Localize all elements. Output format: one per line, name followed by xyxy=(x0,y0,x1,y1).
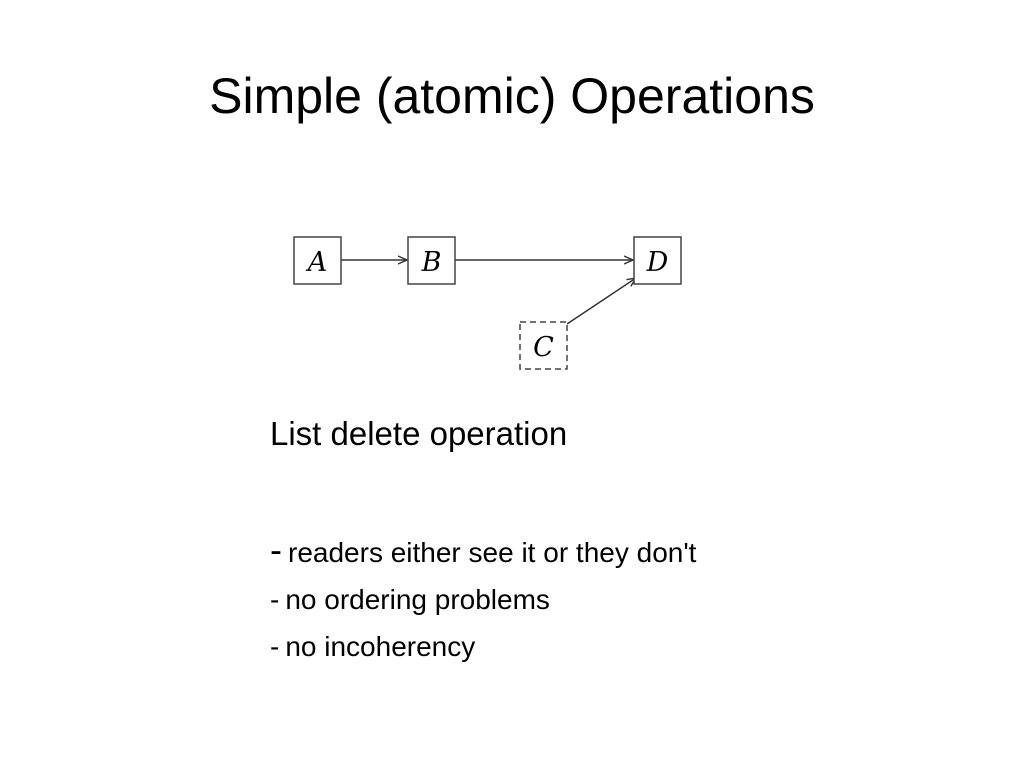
bullet-item: -no incoherency xyxy=(270,623,696,670)
bullet-item: -no ordering problems xyxy=(270,576,696,623)
node-c-removed: C xyxy=(519,321,568,370)
bullet-text: no ordering problems xyxy=(285,584,550,615)
bullet-dash: - xyxy=(270,584,280,615)
bullet-dash: - xyxy=(270,631,280,662)
diagram-caption: List delete operation xyxy=(270,415,568,452)
node-d-label: D xyxy=(646,247,669,278)
node-c-label: C xyxy=(533,332,554,363)
bullet-dash: - xyxy=(270,529,282,570)
edge-c-to-d xyxy=(566,278,636,325)
node-d: D xyxy=(633,236,682,285)
node-a-label: A xyxy=(305,247,328,278)
bullet-text: no incoherency xyxy=(285,631,476,662)
node-b-label: B xyxy=(421,247,442,278)
bullet-text: readers either see it or they don't xyxy=(288,537,697,568)
node-a: A xyxy=(293,236,342,285)
slide-title: Simple (atomic) Operations xyxy=(209,68,815,124)
bullet-list: -readers either see it or they don't -no… xyxy=(270,526,696,670)
node-b: B xyxy=(407,236,456,285)
bullet-item: -readers either see it or they don't xyxy=(270,526,696,576)
